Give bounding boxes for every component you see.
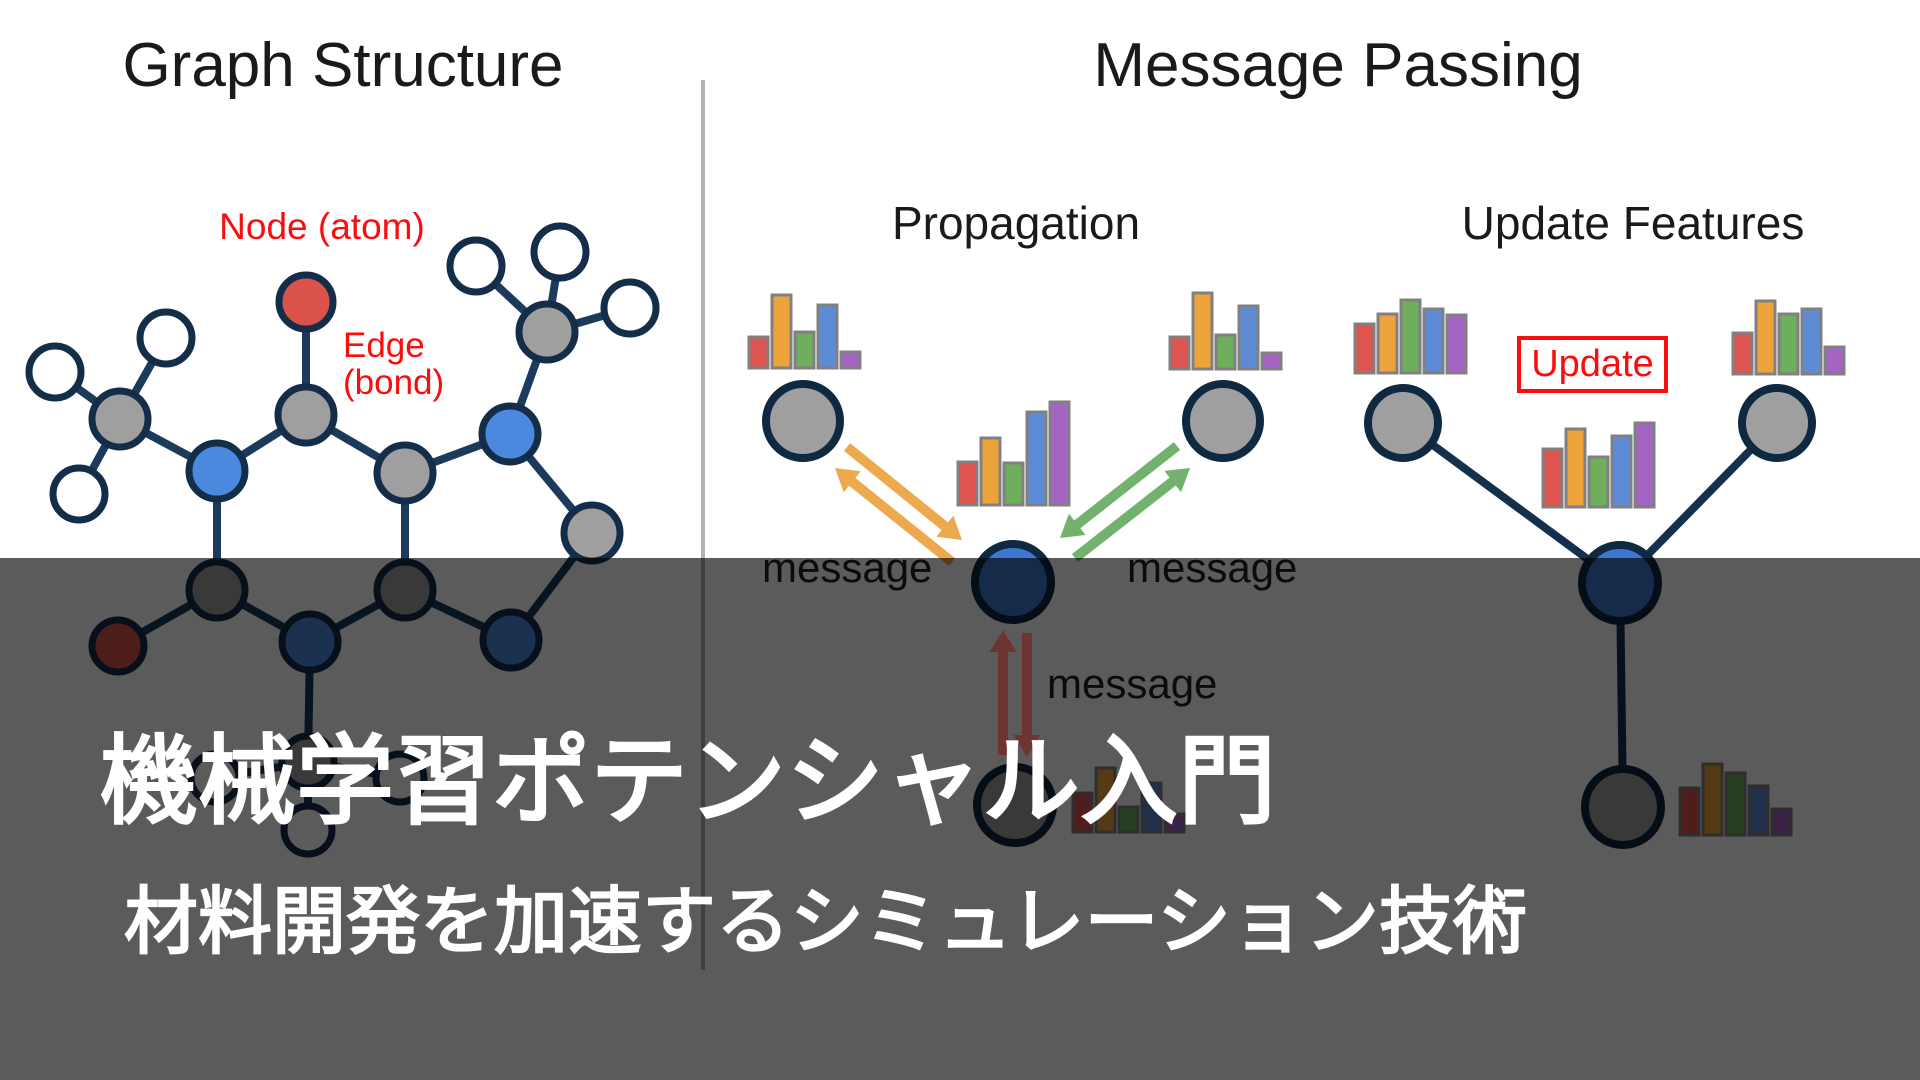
- banner-subtitle: 材料開発を加速するシミュレーション技術: [124, 862, 1527, 969]
- banner-title: 機械学習ポテンシャル入門: [100, 702, 1276, 844]
